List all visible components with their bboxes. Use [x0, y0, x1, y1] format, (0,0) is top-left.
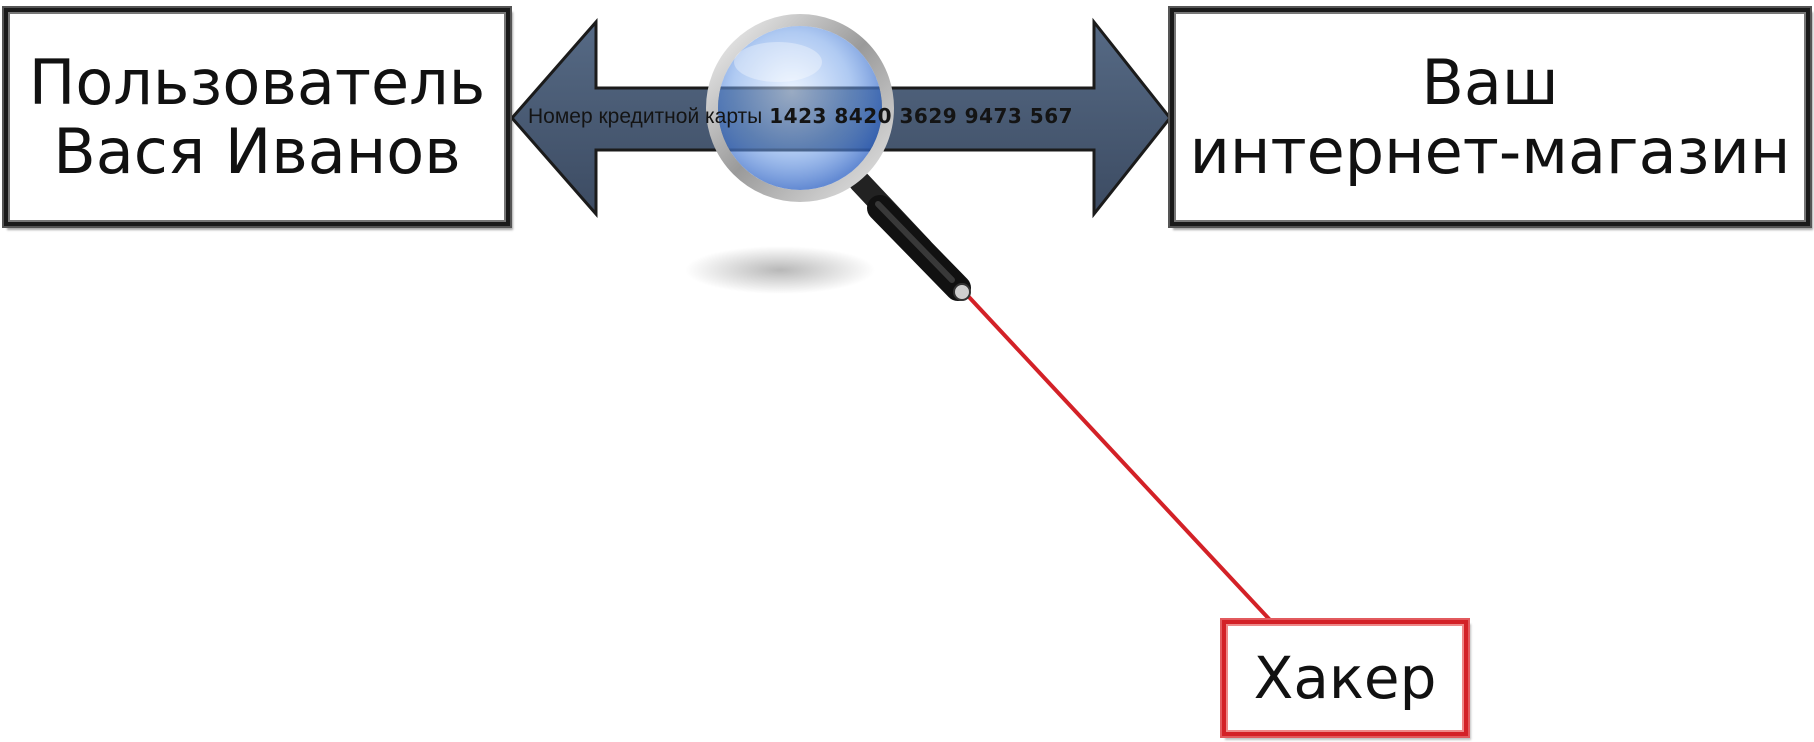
shop-box-line2: интернет-магазин	[1189, 115, 1791, 188]
hacker-box: Хакер	[1222, 620, 1468, 736]
arrow-caption: Номер кредитной карты 1423 8420 3629 947…	[528, 104, 1168, 129]
hacker-box-label: Хакер	[1253, 643, 1437, 712]
card-number: 1423 8420 3629 9473 567	[769, 104, 1074, 128]
tap-line	[966, 294, 1272, 622]
user-box-line1: Пользователь	[28, 45, 486, 119]
magnifier-handle	[849, 171, 971, 301]
magnifier-shadow	[685, 246, 875, 294]
arrow-caption-text: Номер кредитной карты	[528, 105, 763, 128]
shop-box: Ваш интернет-магазин	[1170, 8, 1810, 226]
user-box-line2: Вася Иванов	[53, 115, 461, 188]
shop-box-line1: Ваш	[1421, 45, 1559, 119]
user-box: Пользователь Вася Иванов	[4, 8, 510, 226]
magnifier-icon	[706, 14, 894, 202]
